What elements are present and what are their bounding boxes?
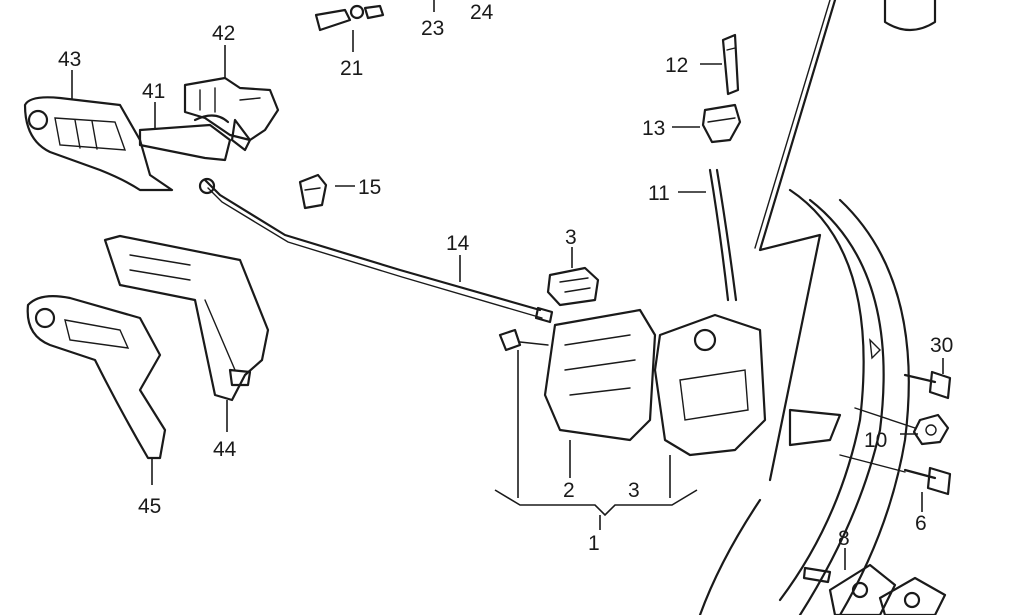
- part-45-trim-handle: [26, 295, 167, 485]
- callout-3-connector: 3: [565, 226, 577, 249]
- callout-10: 10: [864, 429, 887, 452]
- part-13-guide: [672, 103, 742, 144]
- callout-45: 45: [138, 495, 161, 518]
- part-42-lock-housing: [183, 45, 280, 152]
- nut-10: [854, 407, 950, 446]
- callout-2: 2: [563, 479, 575, 502]
- callout-24: 24: [470, 1, 494, 24]
- callout-41: 41: [142, 80, 165, 103]
- callout-11: 11: [648, 182, 670, 205]
- bolt-30: [903, 358, 952, 400]
- canister-part: [883, 0, 937, 32]
- part-21-plug: [314, 4, 385, 52]
- door-frame-outline: [698, 0, 910, 615]
- callout-13: 13: [642, 117, 665, 140]
- part-11-rod: [678, 168, 738, 302]
- part-14-rod: [198, 177, 554, 324]
- part-41-lever: [138, 102, 232, 162]
- part-43-outer-handle: [23, 70, 174, 192]
- callout-12: 12: [665, 54, 688, 77]
- part-12-button: [700, 33, 740, 96]
- callout-42: 42: [212, 22, 235, 45]
- callout-23: 23: [421, 17, 444, 40]
- callout-1: 1: [588, 532, 600, 555]
- callout-43: 43: [58, 48, 81, 71]
- callout-44: 44: [213, 438, 237, 461]
- lock-mechanism: [494, 308, 767, 530]
- callout-15: 15: [358, 176, 381, 199]
- part-44-inner-bracket: [103, 234, 270, 432]
- part-15-clip: [298, 173, 355, 210]
- part-8-hinge: [802, 548, 947, 615]
- part-3-connector: [546, 247, 600, 307]
- callout-8: 8: [838, 527, 850, 550]
- callout-14: 14: [446, 232, 470, 255]
- callout-3-lock: 3: [628, 479, 640, 502]
- bolt-6: [839, 454, 952, 512]
- callout-21: 21: [340, 57, 363, 80]
- callout-30: 30: [930, 334, 953, 357]
- callout-labels: 1 2 3 3 6 8 10 11 12 13 14 15 21 23 24 3…: [58, 1, 953, 555]
- callout-6: 6: [915, 512, 927, 535]
